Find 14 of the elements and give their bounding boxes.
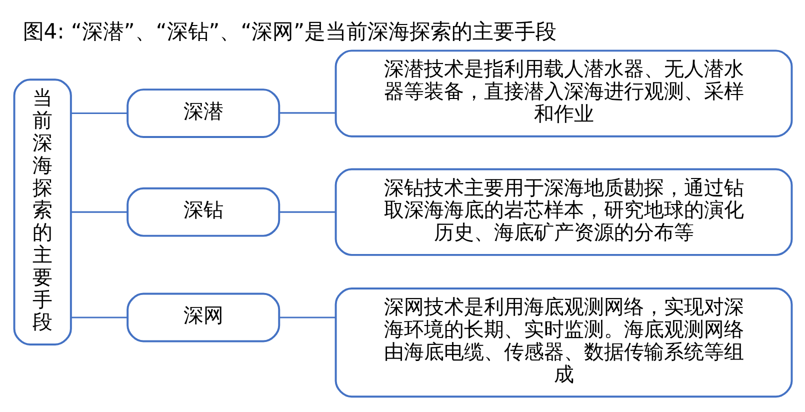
node-box: 当前深海探索的主要手段 <box>12 78 72 346</box>
connector <box>278 316 335 318</box>
connector <box>70 112 127 114</box>
node-box: 深网技术是利用海底观测网络，实现对深海环境的长期、实时监测。海底观测网络由海底电缆、传感器、数据传输系统等组成 <box>334 287 792 398</box>
diagram-title: 图4: “深潜”、“深钻”、“深网”是当前深海探索的主要手段 <box>22 18 556 44</box>
node-box: 深网 <box>126 292 280 342</box>
node-box: 深潜技术是指利用载人潜水器、无人潜水器等装备，直接潜入深海进行观测、采样和作业 <box>334 49 792 137</box>
node-box: 深钻技术主要用于深海地质勘探，通过钻取深海海底的岩芯样本，研究地球的演化历史、海底矿产资源的分布等 <box>334 168 792 256</box>
connector <box>70 210 127 212</box>
node-box: 深钻 <box>126 186 280 236</box>
connector <box>278 112 335 114</box>
connector <box>278 210 335 212</box>
connector <box>70 316 127 318</box>
node-box: 深潜 <box>126 88 280 138</box>
